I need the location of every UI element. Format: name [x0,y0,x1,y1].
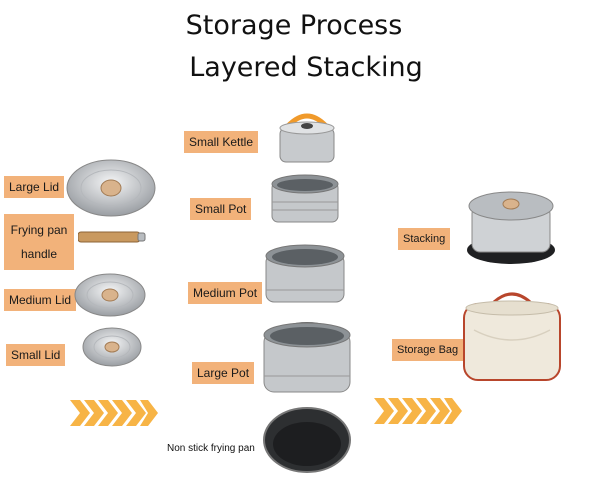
large-lid-image [66,158,156,218]
storage-bag-label: Storage Bag [392,339,464,361]
medium-pot-image [262,242,348,308]
frying-pan-handle-label-line1: Frying pan [10,223,68,237]
chevron-arrow-right-icon [374,398,462,424]
frying-pan-handle-label: Frying pan handle [4,214,74,270]
title-line-2: Layered Stacking [189,52,423,83]
small-kettle-image [276,106,338,166]
medium-pot-label: Medium Pot [188,282,263,304]
large-lid-label: Large Lid [4,176,65,198]
small-kettle-label: Small Kettle [184,131,259,153]
frying-pan-handle-image [78,230,146,244]
title-line-1: Storage Process [185,10,403,41]
medium-lid-label: Medium Lid [4,289,77,311]
storage-bag-image [460,290,564,386]
large-pot-label: Large Pot [192,362,255,384]
frying-pan-image [262,406,352,476]
small-pot-image [268,172,342,228]
stacked-set-image [464,188,558,270]
small-lid-image [82,326,142,368]
frying-pan-label: Non stick frying pan [167,443,255,454]
large-pot-image [260,318,354,398]
small-lid-label: Small Lid [6,344,66,366]
small-pot-label: Small Pot [190,198,252,220]
stacking-label: Stacking [398,228,451,250]
frying-pan-handle-label-line2: handle [20,247,58,261]
chevron-arrow-left-icon [70,400,158,426]
medium-lid-image [74,272,146,318]
